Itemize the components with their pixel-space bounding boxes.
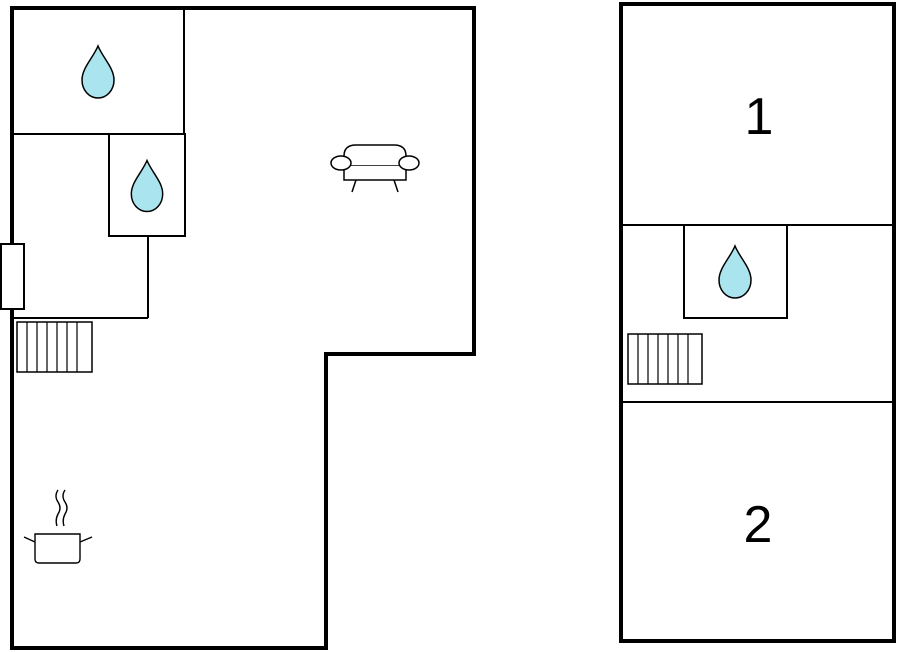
- water-drop-icon: [81, 45, 115, 99]
- staircase: [16, 321, 93, 373]
- room-label-2: 2: [744, 496, 773, 554]
- staircase: [627, 333, 703, 385]
- floor-plan-right: 1 2: [619, 2, 896, 643]
- sofa-icon: [330, 144, 420, 193]
- water-drop-icon: [718, 245, 752, 299]
- cooking-pot-icon: [23, 489, 93, 564]
- bathroom-room: [683, 224, 788, 319]
- outer-wall: [619, 2, 896, 643]
- room-label-1: 1: [745, 88, 774, 146]
- door: [0, 243, 25, 310]
- water-drop-icon: [130, 159, 164, 213]
- floor-plan-left: [0, 6, 476, 650]
- outer-wall: [10, 6, 476, 650]
